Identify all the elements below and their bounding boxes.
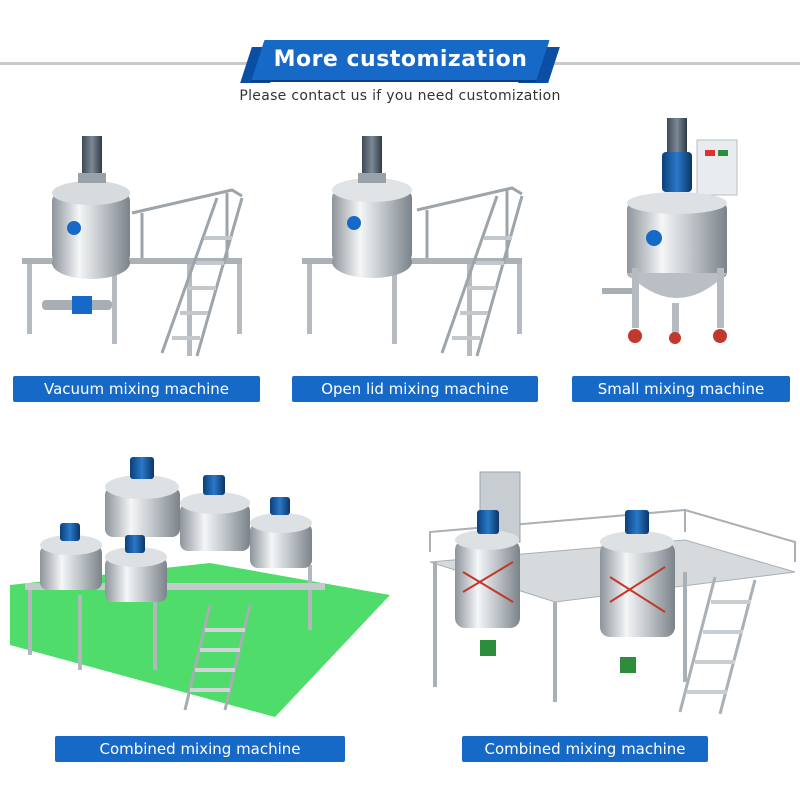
machine-label: Combined mixing machine — [462, 736, 708, 762]
combined-mixer-image-1 — [10, 457, 390, 717]
machine-label: Vacuum mixing machine — [13, 376, 260, 402]
machine-label: Small mixing machine — [572, 376, 790, 402]
open-lid-mixer-image — [302, 136, 524, 357]
machine-card-combined-1[interactable]: Combined mixing machine — [10, 445, 390, 765]
header-divider-left — [0, 62, 262, 65]
header-divider-right — [538, 62, 800, 65]
machine-card-open-lid[interactable]: Open lid mixing machine — [292, 118, 540, 408]
small-mixer-image — [602, 118, 738, 344]
machine-card-combined-2[interactable]: Combined mixing machine — [425, 462, 797, 765]
header: More customization Please contact us if … — [0, 0, 800, 120]
combined-mixer-image-2 — [429, 471, 796, 715]
machine-label: Combined mixing machine — [55, 736, 345, 762]
page-title: More customization — [273, 47, 528, 72]
machine-label: Open lid mixing machine — [292, 376, 538, 402]
machine-card-small[interactable]: Small mixing machine — [572, 118, 790, 408]
machine-card-vacuum[interactable]: Vacuum mixing machine — [12, 118, 262, 408]
page-subtitle: Please contact us if you need customizat… — [239, 88, 561, 104]
vacuum-mixer-image — [22, 136, 244, 357]
